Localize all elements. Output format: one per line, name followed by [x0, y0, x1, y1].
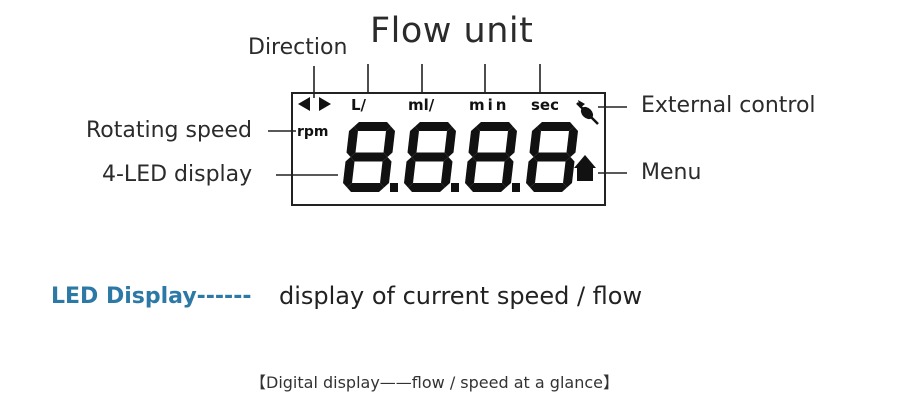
- digit-3-segment-a: [476, 122, 513, 131]
- lcd-frame: [291, 92, 606, 206]
- digit-2-segment-d: [408, 183, 445, 192]
- digit-4-segment-f: [529, 126, 541, 157]
- digit-3-segment-f: [468, 126, 480, 157]
- menu-label: Menu: [641, 160, 702, 185]
- flow-unit-title: Flow unit: [370, 11, 534, 51]
- rotating-speed-label: Rotating speed: [86, 118, 252, 143]
- digit-4-segment-g: [533, 152, 571, 162]
- led-digits: [343, 122, 578, 192]
- digit-1-segment-d: [347, 183, 384, 192]
- digit-3-segment-b: [505, 126, 517, 157]
- digit-4-segment-c: [563, 157, 575, 188]
- digit-4-segment-d: [530, 183, 567, 192]
- digit-1-segment-b: [383, 126, 395, 157]
- digit-2-segment-f: [407, 126, 419, 157]
- digit-1-segment-a: [354, 122, 391, 131]
- digit-3-segment-d: [469, 183, 506, 192]
- digit-3-segment-g: [472, 152, 510, 162]
- caption-key: LED Display------: [51, 284, 252, 309]
- footer-caption: 【Digital display——flow / speed at a glan…: [250, 373, 619, 392]
- led-display-label: 4-LED display: [102, 162, 253, 187]
- digit-4-segment-b: [566, 126, 578, 157]
- digit-2-segment-e: [404, 157, 416, 188]
- digit-4-segment-e: [526, 157, 538, 188]
- digit-1-segment-f: [346, 126, 358, 157]
- direction-label: Direction: [248, 35, 348, 60]
- rpm-indicator: rpm: [297, 124, 329, 140]
- digit-2-segment-g: [411, 152, 449, 162]
- digit-4-segment-a: [537, 122, 574, 131]
- decimal-point-1: [390, 183, 398, 192]
- unit-min: min: [469, 96, 510, 114]
- caption-description: display of current speed / flow: [279, 282, 643, 310]
- digit-1-segment-g: [350, 152, 388, 162]
- unit-ml: ml/: [408, 96, 435, 114]
- external-control-icon: [576, 100, 599, 125]
- decimal-point-2: [451, 183, 459, 192]
- digit-2-segment-b: [444, 126, 456, 157]
- digit-2-segment-c: [441, 157, 453, 188]
- unit-l: L/: [351, 96, 367, 114]
- direction-arrows-icon: [298, 97, 331, 111]
- home-icon: [574, 155, 596, 181]
- external-control-label: External control: [641, 93, 816, 118]
- unit-sec: sec: [531, 96, 559, 114]
- digit-2-segment-a: [415, 122, 452, 131]
- digit-1-segment-e: [343, 157, 355, 188]
- digit-1-segment-c: [380, 157, 392, 188]
- leader-lines: [268, 64, 627, 176]
- decimal-point-3: [512, 183, 520, 192]
- digit-3-segment-e: [465, 157, 477, 188]
- digit-3-segment-c: [502, 157, 514, 188]
